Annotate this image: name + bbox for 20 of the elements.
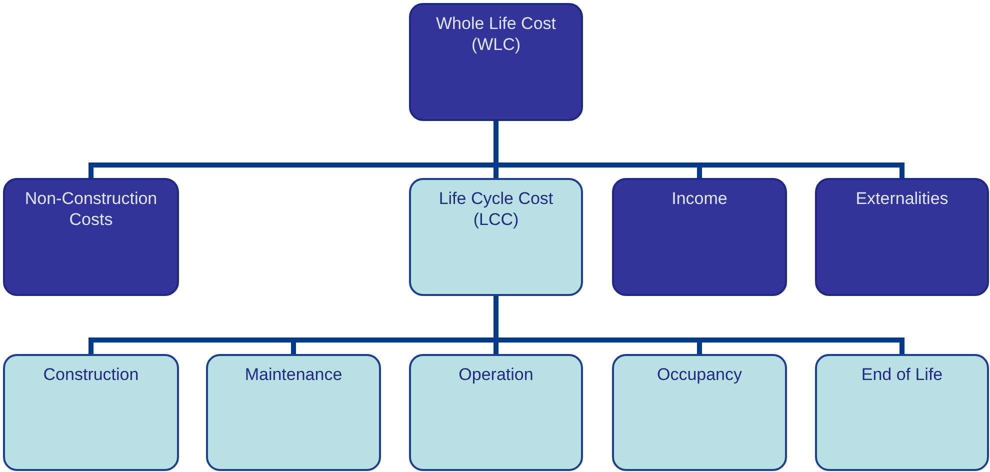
box-label: Operation [458, 364, 534, 385]
cost-box [409, 354, 583, 471]
cost-box [206, 354, 381, 471]
box-label: Construction [43, 364, 139, 385]
box-label: Income [672, 188, 728, 209]
box-label: End of Life [861, 364, 943, 385]
cost-box [3, 354, 179, 471]
cost-box [409, 178, 583, 296]
box-label: Externalities [856, 188, 948, 209]
cost-box [612, 354, 787, 471]
box-label: Life Cycle Cost (LCC) [438, 188, 554, 230]
box-label: Occupancy [656, 364, 742, 385]
box-label: Maintenance [244, 364, 342, 385]
cost-box [815, 354, 989, 471]
cost-box [612, 178, 787, 296]
cost-box [815, 178, 989, 296]
box-label: Whole Life Cost (WLC) [435, 13, 557, 55]
cost-box [3, 178, 179, 296]
box-label: Non-Construction Costs [24, 188, 158, 230]
cost-box [409, 3, 583, 121]
